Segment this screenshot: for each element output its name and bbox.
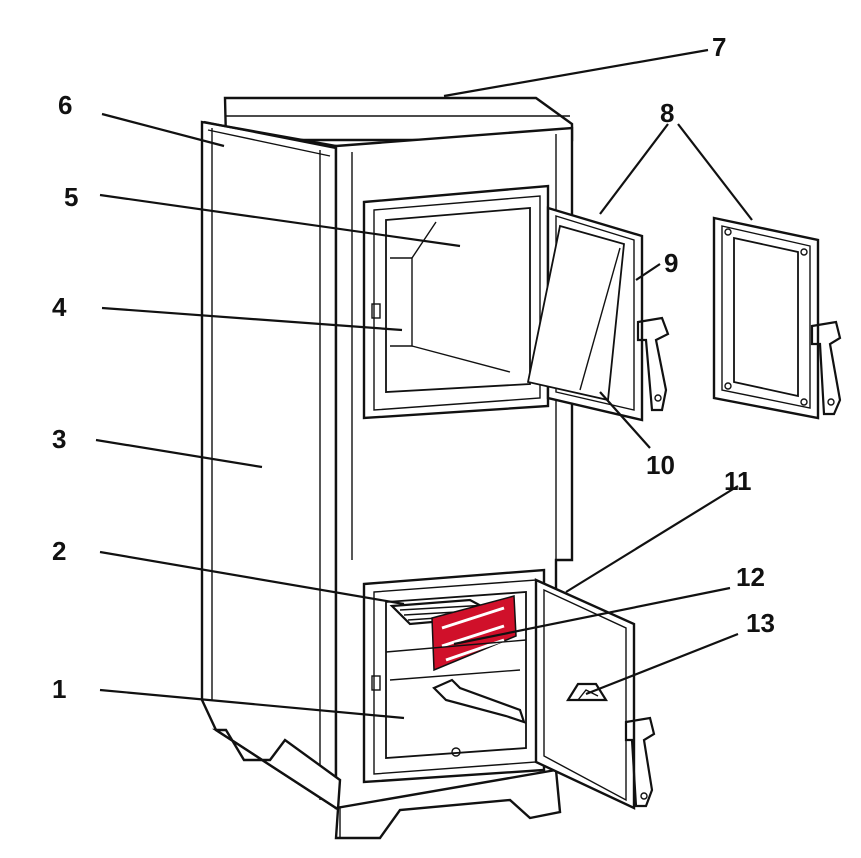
label-4: 4 [52,292,67,322]
label-9: 9 [664,248,678,278]
leader-13 [585,632,739,696]
leader-10 [599,391,651,449]
firebox-opening [362,184,550,420]
leader-9 [635,263,661,281]
spare-door [712,216,842,420]
label-11: 11 [724,466,752,496]
leader-7 [443,48,709,98]
label-5: 5 [64,182,78,212]
leader-lines [95,48,753,720]
part-labels: 1 2 3 4 5 6 7 8 9 10 11 12 13 [52,32,775,704]
label-6: 6 [58,90,72,120]
leader-6 [101,112,225,148]
leader-2 [99,550,405,606]
leader-12 [453,586,731,646]
label-13: 13 [746,608,775,638]
label-10: 10 [646,450,675,480]
label-12: 12 [736,562,765,592]
leader-8b [677,123,753,221]
upper-door [526,206,670,422]
label-7: 7 [712,32,726,62]
ash-pan-opening [362,568,546,784]
label-3: 3 [52,424,66,454]
leader-5 [99,193,461,248]
leader-3 [95,438,263,469]
label-1: 1 [52,674,66,704]
label-2: 2 [52,536,66,566]
leader-1 [99,688,405,720]
label-8: 8 [660,98,674,128]
leader-4 [101,306,403,332]
leader-8a [599,123,669,215]
leader-11 [565,485,739,593]
